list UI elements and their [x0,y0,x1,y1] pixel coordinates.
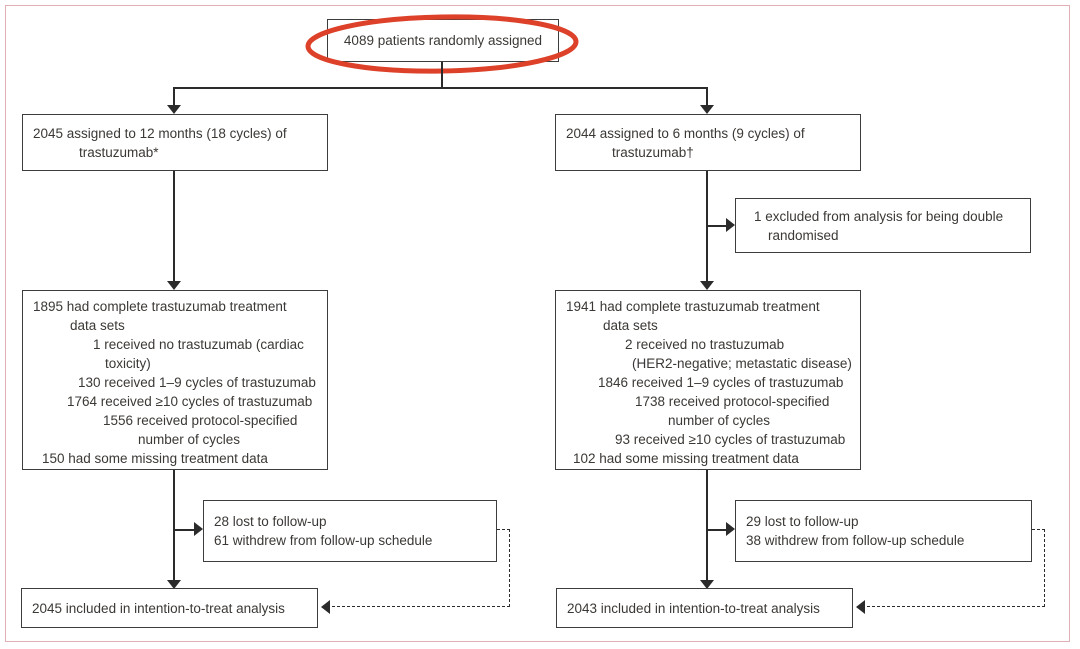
arrowhead-into-arm12 [167,105,181,114]
box-line: randomised [768,227,839,243]
arm-12-months-box: 2045 assigned to 12 months (18 cycles) o… [22,114,328,171]
box-line: 2044 assigned to 6 months (9 cycles) of [566,125,805,141]
box-line: 61 withdrew from follow-up schedule [214,533,433,548]
box-line: 93 received ≥10 cycles of trastuzumab [615,432,846,447]
itt-12m-box: 2045 included in intention-to-treat anal… [21,588,318,628]
dashed-feedback6-back [867,606,1045,607]
box-line: data sets [603,318,658,333]
box-line: 38 withdrew from follow-up schedule [746,533,965,548]
arrowhead-into-arm6 [700,105,714,114]
box-line: 1764 received ≥10 cycles of trastuzumab [67,394,313,409]
box-line: 1738 received protocol-specified [635,394,830,409]
dashed-feedback12-down [509,529,510,607]
dashed-feedback12-out [497,529,510,530]
dashed-feedback12-back [332,606,510,607]
arrowhead-into-itt6 [700,580,714,589]
arrowhead-into-followup6 [726,522,735,536]
excluded-box: 1 excluded from analysis for being doubl… [735,198,1031,253]
itt-6m-box: 2043 included in intention-to-treat anal… [556,588,853,628]
box-line: 150 had some missing treatment data [42,451,268,466]
box-line: number of cycles [138,432,241,447]
box-line: 1895 had complete trastuzumab treatment [33,299,287,314]
box-line: number of cycles [668,413,771,428]
treatment-data-12m-box: 1895 had complete trastuzumab treatment d… [22,290,328,470]
arrowhead-dashed-into-itt12 [321,600,330,614]
box-line: 1941 had complete trastuzumab treatment [566,299,820,314]
box-line: trastuzumab* [79,144,159,160]
arrowhead-into-itt12 [167,580,181,589]
itt-6m-text: 2043 included in intention-to-treat anal… [567,600,820,616]
dashed-feedback6-down [1044,529,1045,607]
followup-12m-box: 28 lost to follow-up 61 withdrew from fol… [203,500,497,562]
connector-to-followup12 [173,529,194,531]
box-line: 28 lost to follow-up [214,514,327,529]
box-line: (HER2-negative; metastatic disease) [632,356,852,371]
dashed-feedback6-out [1032,529,1045,530]
box-line: toxicity) [105,356,151,371]
box-line: 1 excluded from analysis for being doubl… [754,208,1004,224]
box-line: data sets [70,318,125,333]
arrowhead-into-followup12 [194,522,203,536]
box-line: 2045 assigned to 12 months (18 cycles) o… [33,125,287,141]
connector-treatment6-down [706,470,708,580]
itt-12m-text: 2045 included in intention-to-treat anal… [32,600,285,616]
treatment-data-6m-box: 1941 had complete trastuzumab treatment d… [555,290,861,470]
connector-to-excluded [706,225,726,227]
box-line: 130 received 1–9 cycles of trastuzumab [78,375,316,390]
connector-treatment12-down [173,470,175,580]
connector-right-branch [706,87,708,105]
box-line: 1 received no trastuzumab (cardiac [93,337,304,352]
box-line: 102 had some missing treatment data [573,451,799,466]
followup-6m-box: 29 lost to follow-up 38 withdrew from fol… [735,500,1032,562]
arm-6-months-box: 2044 assigned to 6 months (9 cycles) of t… [555,114,861,171]
arrowhead-dashed-into-itt6 [856,600,865,614]
connector-top-down [441,62,443,87]
arrowhead-into-treatment12 [167,281,181,290]
box-line: 1556 received protocol-specified [103,413,298,428]
arrowhead-into-excluded [726,218,735,232]
connector-arm12-down [173,171,175,281]
connector-left-branch [173,87,175,105]
connector-split-horizontal [174,87,708,89]
randomised-box: 4089 patients randomly assigned [327,19,559,62]
box-line: trastuzumab† [612,144,694,160]
arrowhead-into-treatment6 [700,281,714,290]
randomised-text: 4089 patients randomly assigned [343,33,543,48]
connector-to-followup6 [706,529,726,531]
box-line: 1846 received 1–9 cycles of trastuzumab [598,375,844,390]
box-line: 29 lost to follow-up [746,514,859,529]
box-line: 2 received no trastuzumab [625,337,785,352]
